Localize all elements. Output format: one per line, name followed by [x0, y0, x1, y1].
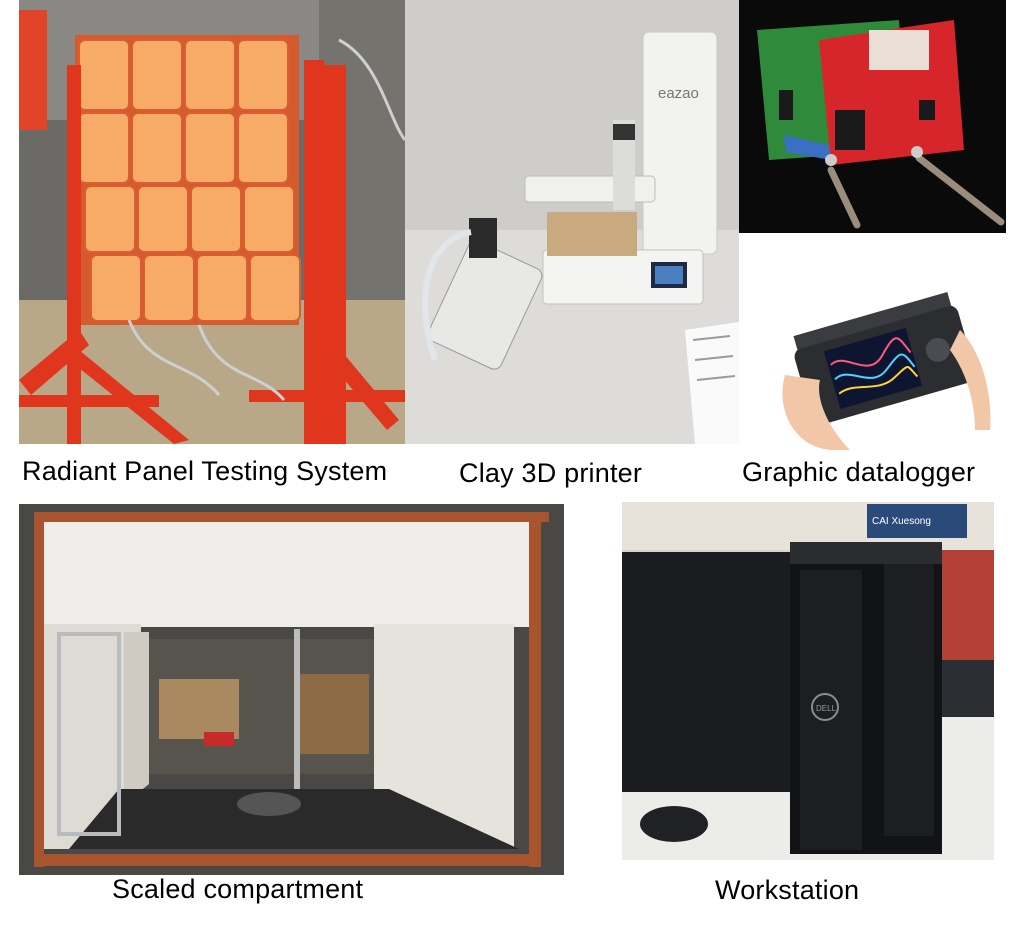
- pcb-board-photo: [739, 0, 1006, 233]
- sign-text: CAI Xuesong: [872, 516, 931, 527]
- dell-logo-text: DELL: [816, 704, 837, 713]
- caption-datalogger: Graphic datalogger: [742, 457, 976, 487]
- radiant-panel-photo: [19, 0, 405, 444]
- caption-radiant-panel: Radiant Panel Testing System: [22, 456, 388, 486]
- caption-compartment: Scaled compartment: [112, 874, 364, 904]
- printer-brand-text: eazao: [658, 85, 699, 102]
- datalogger-photo: [775, 280, 995, 450]
- caption-workstation: Workstation: [715, 875, 860, 905]
- workstation-photo: CAI Xuesong DELL: [622, 502, 994, 860]
- clay-printer-photo: eazao: [405, 0, 739, 444]
- scaled-compartment-photo: [19, 504, 564, 875]
- caption-clay-printer: Clay 3D printer: [459, 458, 643, 488]
